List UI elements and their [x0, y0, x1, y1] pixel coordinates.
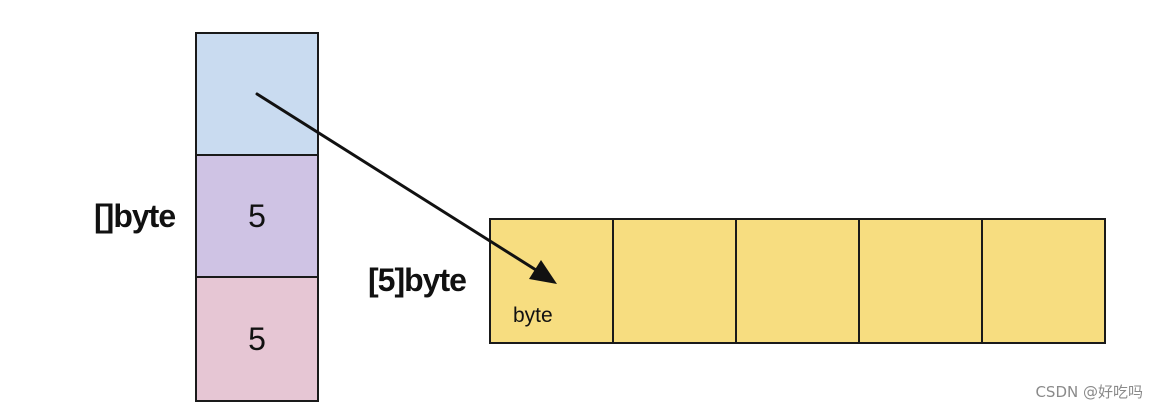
array-cell: byte — [489, 218, 612, 344]
slice-pointer-field — [195, 32, 319, 158]
slice-type-label: []byte — [94, 198, 176, 234]
watermark: CSDN @好吃吗 — [1035, 383, 1143, 401]
backing-array: byte — [489, 218, 1107, 344]
slice-header: 5 5 — [195, 32, 319, 402]
array-element-label: byte — [513, 304, 553, 327]
array-type-label: [5]byte — [368, 262, 467, 298]
array-cell — [981, 218, 1106, 344]
slice-length-field: 5 — [195, 154, 319, 278]
array-cell — [735, 218, 858, 344]
array-cell — [612, 218, 735, 344]
array-cell — [858, 218, 981, 344]
slice-capacity-field: 5 — [195, 276, 319, 402]
